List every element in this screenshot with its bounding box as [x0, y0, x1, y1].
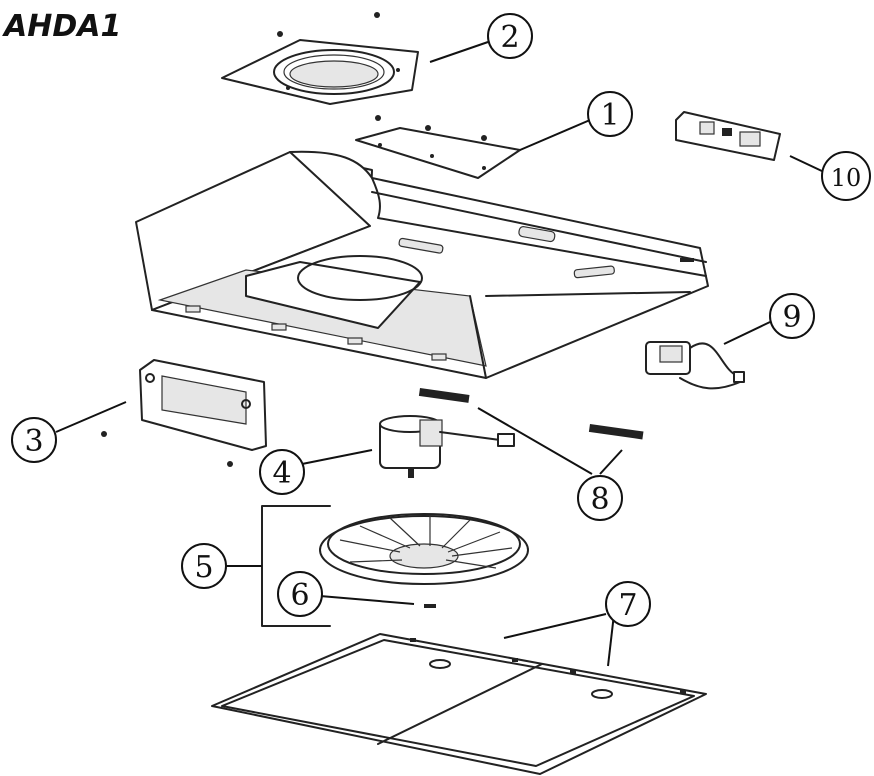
- part-duct-connector-plate: [221, 12, 419, 105]
- callout-5-label: 5: [194, 550, 213, 585]
- callout-7: 7: [605, 581, 651, 627]
- callout-3-label: 3: [24, 424, 43, 459]
- part-grease-filters: [211, 633, 707, 775]
- callout-6-label: 6: [290, 578, 309, 613]
- part-blower-wheel: [226, 505, 529, 627]
- callout-9-label: 9: [782, 300, 801, 335]
- callout-6: 6: [277, 571, 323, 617]
- callout-7-label: 7: [618, 588, 637, 623]
- part-light-housing: [101, 359, 267, 467]
- part-hood-body: [135, 150, 709, 379]
- callout-1: 1: [587, 91, 633, 137]
- part-nut: [424, 604, 436, 608]
- callout-8-label: 8: [590, 482, 609, 517]
- part-filter-clips: [418, 388, 644, 440]
- callout-3: 3: [11, 417, 57, 463]
- callout-1-label: 1: [600, 98, 619, 133]
- callout-8: 8: [577, 475, 623, 521]
- part-motor: [379, 415, 515, 478]
- leader-lines: [55, 41, 825, 667]
- callout-9: 9: [769, 293, 815, 339]
- callout-4: 4: [259, 449, 305, 495]
- callout-4-label: 4: [272, 456, 291, 491]
- callout-5: 5: [181, 543, 227, 589]
- callout-10: 10: [821, 151, 871, 201]
- callout-2: 2: [487, 13, 533, 59]
- part-top-mounting-plate: [355, 115, 521, 179]
- callout-10-label: 10: [831, 164, 862, 192]
- part-control-board: [675, 111, 781, 161]
- part-light-socket: [645, 341, 745, 390]
- callout-2-label: 2: [500, 20, 519, 55]
- diagram-title: AHDA1: [2, 9, 121, 44]
